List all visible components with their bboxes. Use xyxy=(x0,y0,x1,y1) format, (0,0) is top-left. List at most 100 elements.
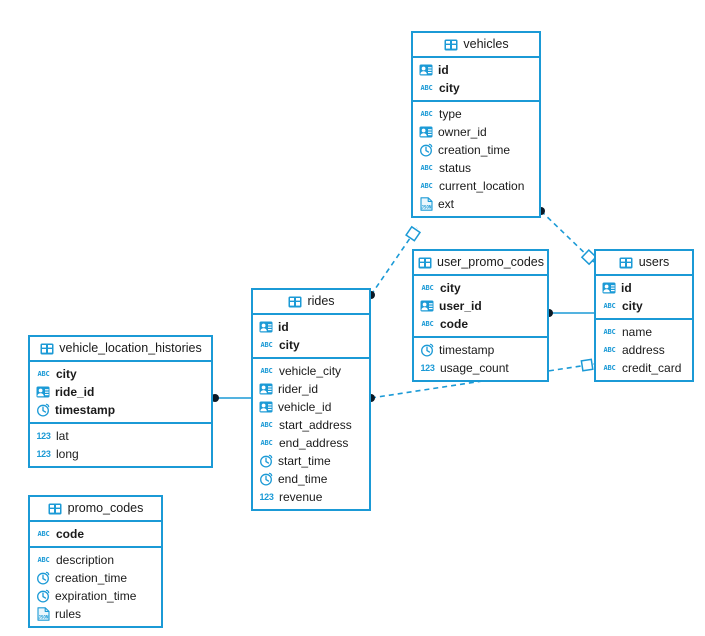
clock-timestamp-icon xyxy=(36,403,50,417)
table-node-vehicle_location_histories[interactable]: vehicle_location_histories ABC city ride_i… xyxy=(28,335,213,468)
field-label: long xyxy=(56,447,79,461)
field-label: rules xyxy=(55,607,82,621)
table-title-vehicle_location_histories: vehicle_location_histories xyxy=(59,341,202,356)
column-row-long[interactable]: 123 long xyxy=(30,445,211,463)
json-document-icon: JSON xyxy=(36,607,50,621)
table-header[interactable]: rides xyxy=(253,290,369,315)
table-grid-icon xyxy=(417,256,432,269)
abc-string-icon: ABC xyxy=(603,328,616,336)
abc-string-icon: ABC xyxy=(420,182,433,190)
table-grid-icon xyxy=(287,295,302,308)
field-label: code xyxy=(440,317,469,331)
field-label: current_location xyxy=(439,179,525,193)
field-label: id xyxy=(278,320,289,334)
abc-string-icon: ABC xyxy=(37,370,50,378)
column-row-owner_id[interactable]: owner_id xyxy=(413,123,539,141)
clock-timestamp-icon xyxy=(259,472,273,486)
table-header[interactable]: user_promo_codes xyxy=(414,251,547,276)
table-header[interactable]: promo_codes xyxy=(30,497,161,522)
field-label: revenue xyxy=(279,490,323,504)
primary-key-row-user_id[interactable]: user_id xyxy=(414,297,547,315)
primary-key-row-id[interactable]: id xyxy=(253,318,369,336)
column-row-timestamp[interactable]: timestamp xyxy=(414,341,547,359)
field-label: id xyxy=(621,281,632,295)
svg-text:JSON: JSON xyxy=(421,205,432,210)
column-row-revenue[interactable]: 123 revenue xyxy=(253,488,369,506)
field-label: address xyxy=(622,343,665,357)
primary-key-row-city[interactable]: ABC city xyxy=(30,365,211,383)
field-label: user_id xyxy=(439,299,482,313)
123-number-icon: 123 xyxy=(259,492,274,502)
relationship-upc-to-users[interactable] xyxy=(545,309,594,317)
column-row-creation_time[interactable]: creation_time xyxy=(413,141,539,159)
column-row-expiration_time[interactable]: expiration_time xyxy=(30,587,161,605)
abc-string-icon: ABC xyxy=(260,421,273,429)
column-row-rider_id[interactable]: rider_id xyxy=(253,380,369,398)
field-label: city xyxy=(622,299,643,313)
field-label: rider_id xyxy=(278,382,319,396)
column-row-rules[interactable]: JSON rules xyxy=(30,605,161,623)
field-label: ride_id xyxy=(55,385,95,399)
abc-string-icon: ABC xyxy=(260,367,273,375)
column-row-end_time[interactable]: end_time xyxy=(253,470,369,488)
table-grid-icon xyxy=(39,342,54,355)
field-label: creation_time xyxy=(438,143,511,157)
field-label: vehicle_id xyxy=(278,400,332,414)
id-card-key-icon xyxy=(419,63,433,77)
123-number-icon: 123 xyxy=(420,363,435,373)
field-label: type xyxy=(439,107,462,121)
table-header[interactable]: users xyxy=(596,251,692,276)
id-card-key-icon xyxy=(259,320,273,334)
table-grid-icon xyxy=(48,502,63,515)
field-label: city xyxy=(56,367,77,381)
relationship-square-marker xyxy=(580,358,594,372)
abc-string-icon: ABC xyxy=(420,164,433,172)
abc-string-icon: ABC xyxy=(603,346,616,354)
primary-key-row-timestamp[interactable]: timestamp xyxy=(30,401,211,419)
table-header[interactable]: vehicle_location_histories xyxy=(30,337,211,362)
123-number-icon: 123 xyxy=(36,449,51,459)
column-row-vehicle_id[interactable]: vehicle_id xyxy=(253,398,369,416)
relationship-vlh-to-rides[interactable] xyxy=(211,394,251,402)
table-title-user_promo_codes: user_promo_codes xyxy=(437,255,545,270)
primary-key-row-id[interactable]: id xyxy=(596,279,692,297)
primary-key-row-id[interactable]: id xyxy=(413,61,539,79)
primary-key-section-vehicle_location_histories: ABC city ride_id timestamp xyxy=(30,362,211,424)
field-label: code xyxy=(56,527,85,541)
column-row-current_location[interactable]: ABC current_location xyxy=(413,177,539,195)
column-row-creation_time[interactable]: creation_time xyxy=(30,569,161,587)
column-row-start_time[interactable]: start_time xyxy=(253,452,369,470)
column-row-address[interactable]: ABC address xyxy=(596,341,692,359)
primary-key-row-ride_id[interactable]: ride_id xyxy=(30,383,211,401)
table-title-users: users xyxy=(638,255,670,270)
table-header[interactable]: vehicles xyxy=(413,33,539,58)
